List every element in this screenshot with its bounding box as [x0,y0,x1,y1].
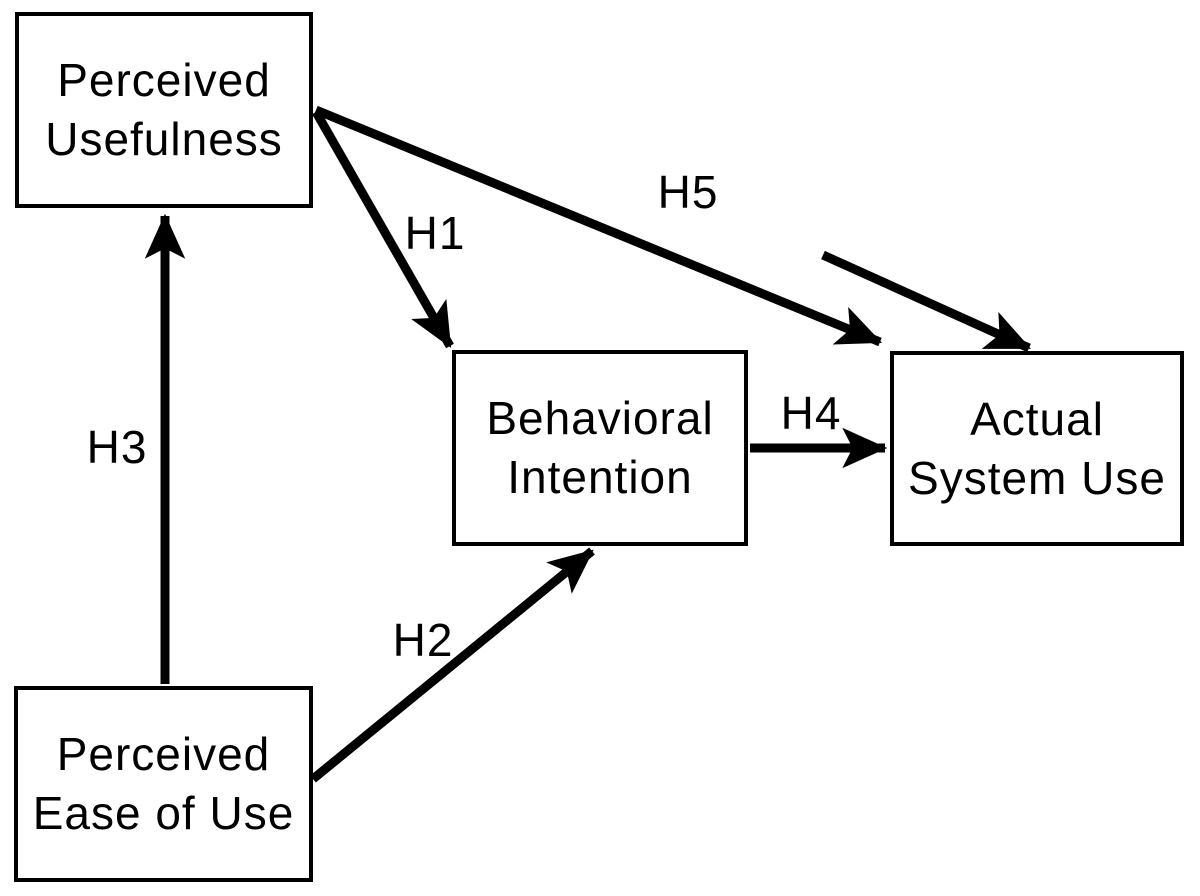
arrow-h5 [314,105,883,347]
node-behavioral-intention: Behavioral Intention [452,350,748,546]
edge-label-h5: H5 [657,166,719,218]
arrow-h2 [310,547,595,783]
node-perceived-usefulness-label: Perceived Usefulness [45,54,283,165]
node-perceived-usefulness: Perceived Usefulness [15,12,313,208]
node-perceived-ease-of-use-label: Perceived Ease of Use [32,728,295,839]
node-behavioral-intention-label: Behavioral Intention [486,392,714,503]
edge-label-h4: H4 [780,387,842,439]
node-perceived-ease-of-use: Perceived Ease of Use [14,686,313,882]
edge-label-h2: H2 [392,614,454,666]
node-actual-system-use: Actual System Use [890,351,1184,546]
node-actual-system-use-label: Actual System Use [908,392,1166,504]
edge-label-h3: H3 [86,421,148,473]
arrow-h1 [312,109,454,349]
arrow-unlabeled-parallel [821,250,1032,353]
edge-label-h1: H1 [404,207,466,259]
